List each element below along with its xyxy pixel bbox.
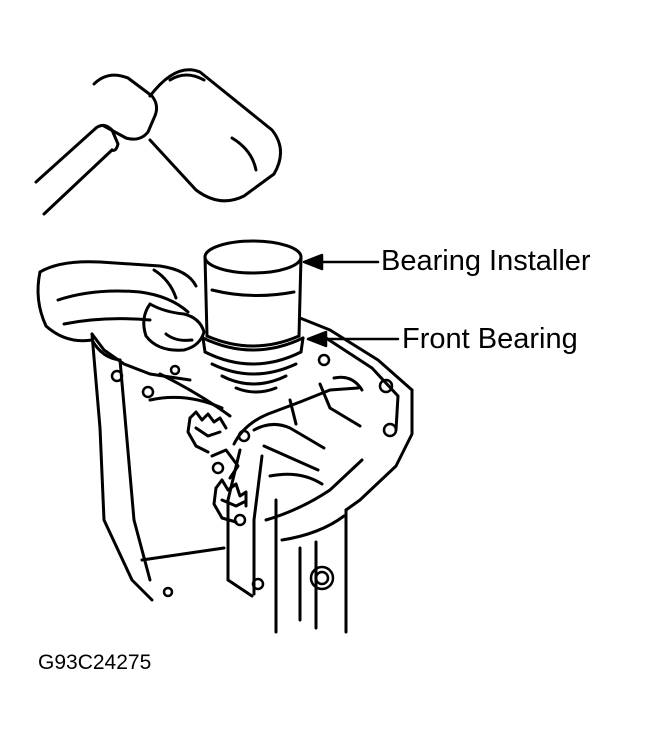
bearing-installer-tool	[203, 239, 303, 348]
leader-line-bearing-installer	[302, 253, 380, 271]
hammer-head	[92, 68, 282, 203]
front-bearing-label: Front Bearing	[402, 323, 578, 355]
figure-code: G93C24275	[38, 651, 152, 674]
case-internal-ribs	[252, 375, 364, 486]
gears	[186, 410, 248, 524]
hammer-handle	[34, 123, 120, 216]
bolt-holes	[110, 353, 398, 598]
transmission-case	[90, 316, 414, 634]
bearing-installer-label: Bearing Installer	[381, 245, 591, 277]
leader-line-front-bearing	[306, 330, 400, 348]
hand	[36, 260, 206, 362]
front-bearing	[201, 336, 305, 394]
